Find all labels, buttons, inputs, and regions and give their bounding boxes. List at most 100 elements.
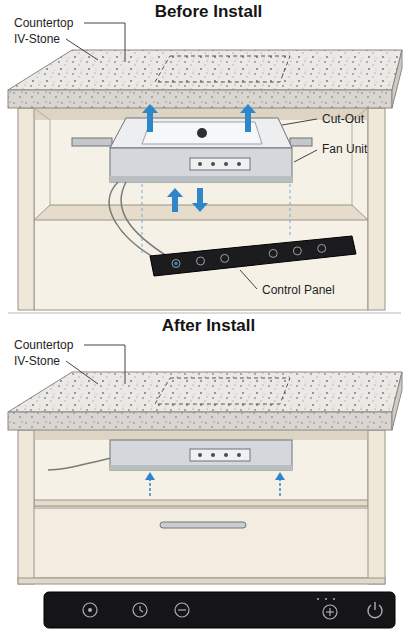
panel-icon <box>88 608 92 612</box>
leader-lines-before <box>66 23 317 289</box>
fan-button <box>198 162 202 166</box>
fan-buttons <box>190 158 250 170</box>
panel-icon <box>269 249 277 257</box>
cabinet-base <box>18 578 385 584</box>
leader-line <box>240 270 257 289</box>
panel-icon <box>172 260 180 268</box>
fan-inner-plate <box>142 122 262 144</box>
blue-arrows-after <box>145 472 285 496</box>
arrow-head <box>145 472 155 480</box>
up-arrow <box>142 104 158 132</box>
level-dot <box>317 598 319 600</box>
fan-button <box>237 162 241 166</box>
cabinet-interior <box>34 108 368 310</box>
part-label: Fan Unit <box>322 142 367 156</box>
fan-unit-after <box>48 440 292 470</box>
cabinet-side <box>368 430 385 584</box>
panel-led <box>174 262 178 266</box>
power-icon <box>374 602 375 610</box>
part-label: Countertop <box>14 16 73 30</box>
countertop-before <box>8 50 402 108</box>
rail <box>290 138 312 146</box>
fan-button <box>211 162 215 166</box>
leader-lines-after <box>66 345 125 384</box>
cutout-outline <box>155 56 290 82</box>
fan-button <box>224 162 228 166</box>
panel-icon <box>197 257 205 265</box>
arrow-head <box>275 472 285 480</box>
panel-icon <box>318 244 326 252</box>
rail <box>72 138 112 146</box>
dashed-arrow <box>279 479 281 496</box>
fan-button <box>224 453 228 457</box>
plus-sign <box>329 608 330 616</box>
panel-icon <box>175 603 189 617</box>
leader-line <box>294 150 317 162</box>
level-dot <box>325 598 327 600</box>
wire <box>121 182 170 258</box>
cabinet-side <box>368 108 385 310</box>
leader-line <box>66 361 98 384</box>
fan-buttons <box>190 449 250 461</box>
countertop-top <box>8 50 402 90</box>
cabinet-shadow <box>34 430 368 440</box>
cutout-outline <box>155 378 290 404</box>
cabinet-interior <box>34 430 368 506</box>
fan-top-plate <box>110 118 292 148</box>
panel-icon <box>323 605 337 619</box>
control-panel-body <box>44 592 395 628</box>
part-label: IV-Stone <box>14 32 60 46</box>
part-label: IV-Stone <box>14 354 60 368</box>
cabinet-side <box>18 430 34 584</box>
leader-line <box>282 119 317 125</box>
part-label: Cut-Out <box>322 112 364 126</box>
clock-hands <box>140 606 143 612</box>
countertop-top <box>8 372 402 412</box>
part-label: Control Panel <box>262 283 335 297</box>
panel-icon <box>221 254 229 262</box>
cabinet-side <box>18 108 34 310</box>
divider <box>8 313 401 314</box>
drawer-handle <box>160 522 246 528</box>
wire <box>109 182 162 262</box>
up-arrow <box>167 188 183 212</box>
panel-icon <box>133 603 147 617</box>
down-arrow <box>192 188 208 212</box>
blue-arrows-before <box>142 104 256 212</box>
section-heading: After Install <box>4 316 409 336</box>
fan-unit-before <box>72 118 312 182</box>
fan-hole <box>197 128 207 138</box>
control-panel-after <box>44 592 395 628</box>
drawer-front <box>30 508 372 578</box>
control-panel-body <box>150 236 356 276</box>
fan-body-shade <box>110 176 292 182</box>
panel-icon <box>293 247 301 255</box>
cabinet-shelf <box>34 500 368 506</box>
cabinet-edge <box>34 108 50 205</box>
fan-button <box>198 453 202 457</box>
dashed-arrow <box>149 479 151 496</box>
leader-line <box>84 23 125 62</box>
guide-line <box>290 184 291 238</box>
wire <box>48 458 112 470</box>
fan-body-shade <box>110 465 292 470</box>
countertop-after <box>8 372 402 430</box>
control-panel-before <box>150 236 356 276</box>
countertop-front <box>8 412 392 430</box>
fan-button <box>237 453 241 457</box>
fan-body <box>110 440 292 470</box>
cabinet-after <box>18 430 385 584</box>
minus-sign <box>178 609 186 610</box>
guide-line <box>142 184 143 254</box>
level-dot <box>333 598 335 600</box>
countertop-front <box>8 90 392 108</box>
fan-body <box>110 148 292 182</box>
leader-line <box>66 39 98 60</box>
panel-icon <box>83 603 97 617</box>
countertop-side <box>392 50 402 108</box>
fan-button <box>211 453 215 457</box>
up-arrow <box>240 104 256 132</box>
countertop-side <box>392 372 402 430</box>
part-label: Countertop <box>14 338 73 352</box>
